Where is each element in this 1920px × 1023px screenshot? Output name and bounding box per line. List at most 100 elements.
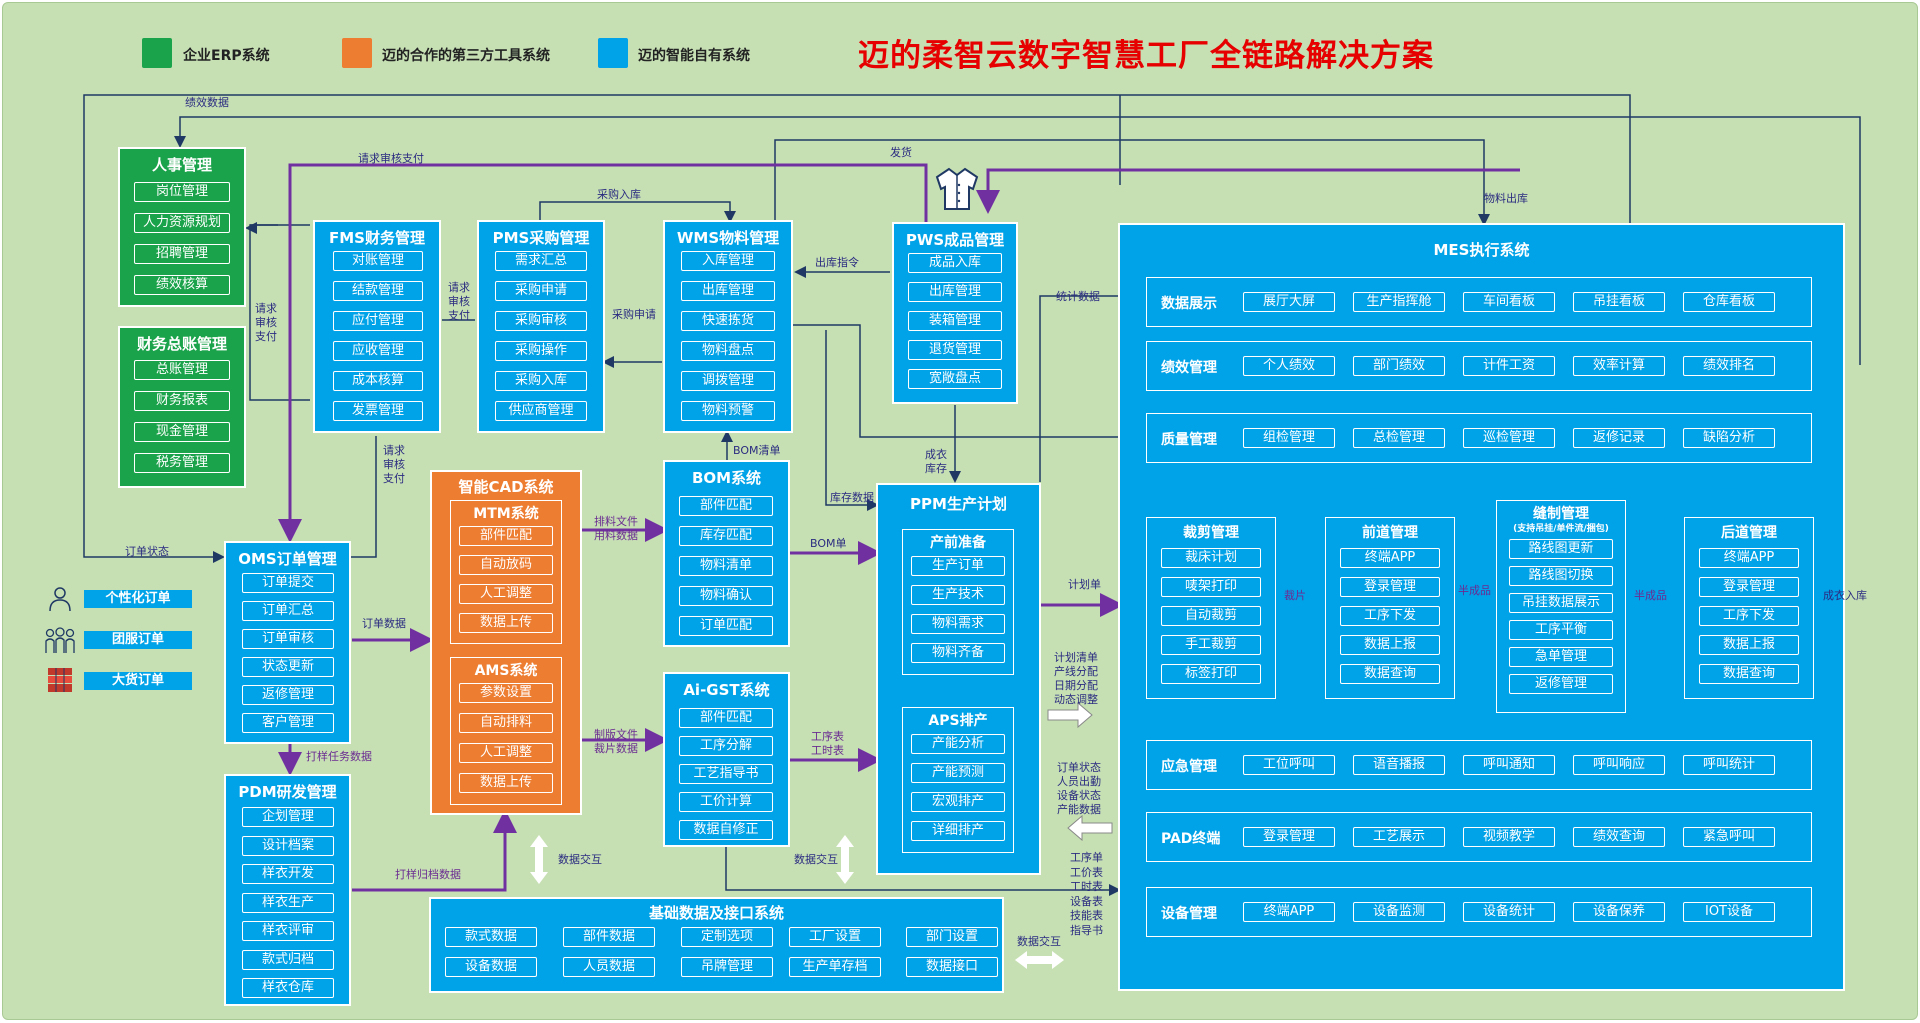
pms-item: 采购申请 bbox=[495, 281, 587, 301]
label-plan-list: 计划清单产线分配日期分配动态调整 bbox=[1054, 651, 1098, 706]
mes-row-item: 巡检管理 bbox=[1463, 428, 1555, 448]
line-hr-fms bbox=[249, 224, 310, 401]
finance-gl-item: 现金管理 bbox=[134, 422, 230, 442]
ams-title: AMS系统 bbox=[474, 663, 538, 679]
mes-row-label: PAD终端 bbox=[1161, 831, 1221, 847]
base-data-item: 部门设置 bbox=[906, 927, 998, 947]
mes-row-item: 设备统计 bbox=[1463, 902, 1555, 922]
oms-item: 订单汇总 bbox=[242, 601, 334, 621]
label-request-pay-top: 请求审核支付 bbox=[358, 152, 424, 165]
mes-row-item: 个人绩效 bbox=[1243, 356, 1335, 376]
hr-item: 招聘管理 bbox=[134, 244, 230, 264]
cad-title: 智能CAD系统 bbox=[458, 478, 554, 496]
fms-item: 应付管理 bbox=[333, 311, 423, 331]
legend-swatch-third-party bbox=[342, 38, 372, 68]
mes-row-item: 绩效排名 bbox=[1683, 356, 1775, 376]
fms-item: 应收管理 bbox=[333, 341, 423, 361]
wms-item: 调拨管理 bbox=[681, 371, 775, 391]
bom-item: 订单匹配 bbox=[679, 616, 773, 636]
back-item: 终端APP bbox=[1699, 548, 1799, 568]
line-gst-mes bbox=[725, 835, 1121, 896]
aps-title: APS排产 bbox=[928, 713, 988, 729]
cut-item: 手工裁剪 bbox=[1161, 635, 1261, 655]
label-semi-1: 半成品 bbox=[1458, 584, 1491, 597]
prep-item: 物料需求 bbox=[911, 614, 1005, 634]
label-marker-file: 排料文件用料数据 bbox=[594, 515, 638, 542]
pms-item: 供应商管理 bbox=[495, 401, 587, 421]
bom-item: 部件匹配 bbox=[679, 496, 773, 516]
front-item: 终端APP bbox=[1340, 548, 1440, 568]
gst-item: 数据自修正 bbox=[679, 820, 773, 840]
sew-item: 路线图更新 bbox=[1509, 539, 1613, 559]
legend-swatch-erp bbox=[142, 38, 172, 68]
mes-row: 绩效管理个人绩效部门绩效计件工资效率计算绩效排名 bbox=[1146, 341, 1812, 391]
shirt-icon bbox=[935, 167, 979, 210]
label-sample-task: 打样任务数据 bbox=[306, 750, 372, 763]
base-data-item: 工厂设置 bbox=[789, 927, 881, 947]
line-pdm-cad bbox=[352, 809, 517, 892]
line-deliver bbox=[986, 168, 1520, 208]
cut-subsystem: 裁剪管理 裁床计划唛架打印自动裁剪手工裁剪标签打印 bbox=[1146, 517, 1276, 699]
label-request-1: 请求审核支付 bbox=[255, 302, 277, 343]
mes-row-item: 终端APP bbox=[1243, 902, 1335, 922]
order-source-personal: 个性化订单 bbox=[84, 590, 192, 608]
person-icon bbox=[49, 587, 71, 612]
oms-item: 订单提交 bbox=[242, 573, 334, 593]
finance-gl-title: 财务总账管理 bbox=[136, 335, 227, 353]
label-stat-data: 统计数据 bbox=[1056, 290, 1100, 303]
arrow-plan-to-mes bbox=[1047, 701, 1093, 729]
sew-item: 吊挂数据展示 bbox=[1509, 593, 1613, 613]
wms-item: 物料盘点 bbox=[681, 341, 775, 361]
page-title: 迈的柔智云数字智慧工厂全链路解决方案 bbox=[858, 38, 1434, 74]
mes-row-item: 设备监测 bbox=[1353, 902, 1445, 922]
pdm-item: 样衣生产 bbox=[242, 892, 334, 913]
prep-title: 产前准备 bbox=[930, 535, 986, 551]
line-pms-top bbox=[539, 201, 736, 223]
finance-gl-item: 税务管理 bbox=[134, 453, 230, 473]
order-source-bulk: 大货订单 bbox=[84, 672, 192, 690]
mes-row-item: 车间看板 bbox=[1463, 292, 1555, 312]
label-request-2: 请求审核支付 bbox=[448, 281, 470, 322]
bom-item: 库存匹配 bbox=[679, 526, 773, 546]
pws-item: 宽敞盘点 bbox=[908, 369, 1002, 389]
sew-title: 缝制管理 bbox=[1533, 506, 1589, 522]
pms-item: 采购入库 bbox=[495, 371, 587, 391]
pdm-item: 企划管理 bbox=[242, 807, 334, 827]
sew-item: 急单管理 bbox=[1509, 647, 1613, 667]
label-status-block: 订单状态人员出勤设备状态产能数据 bbox=[1057, 761, 1101, 816]
label-data-exchange-1: 数据交互 bbox=[558, 853, 602, 866]
legend-label-own: 迈的智能自有系统 bbox=[638, 48, 750, 64]
label-purchase-request: 采购申请 bbox=[612, 308, 656, 321]
pws-title: PWS成品管理 bbox=[905, 231, 1005, 249]
mes-row-item: 绩效查询 bbox=[1573, 827, 1665, 847]
label-data-exchange-3: 数据交互 bbox=[1017, 935, 1061, 948]
label-garment-stock: 成衣库存 bbox=[925, 448, 947, 475]
mtm-item: 人工调整 bbox=[459, 584, 553, 604]
base-data-system: 基础数据及接口系统 款式数据部件数据定制选项工厂设置部门设置设备数据人员数据吊牌… bbox=[429, 897, 1004, 993]
pws-system: PWS成品管理 成品入库出库管理装箱管理退货管理宽敞盘点 bbox=[892, 222, 1018, 404]
arrow-data-exchange-1 bbox=[530, 835, 548, 884]
sew-subsystem: 缝制管理 (支持吊挂/单件流/捆包) 路线图更新路线图切换吊挂数据展示工序平衡急… bbox=[1496, 500, 1626, 713]
label-inventory-data: 库存数据 bbox=[830, 491, 874, 504]
mes-row-label: 设备管理 bbox=[1161, 906, 1217, 922]
aps-item: 详细排产 bbox=[911, 821, 1005, 841]
wms-title: WMS物料管理 bbox=[676, 229, 780, 247]
arrow-data-exchange-3 bbox=[1015, 951, 1064, 969]
base-data-item: 设备数据 bbox=[445, 957, 537, 977]
pdm-title: PDM研发管理 bbox=[238, 783, 337, 801]
bom-item: 物料清单 bbox=[679, 556, 773, 576]
hr-item: 岗位管理 bbox=[134, 182, 230, 202]
finance-gl-item: 总账管理 bbox=[134, 360, 230, 380]
line-material-out bbox=[774, 139, 1490, 226]
legend-label-erp: 企业ERP系统 bbox=[183, 48, 270, 64]
label-deliver: 发货 bbox=[890, 146, 912, 159]
base-data-item: 款式数据 bbox=[445, 927, 537, 947]
line-fms-oms bbox=[347, 436, 377, 558]
bom-item: 物料确认 bbox=[679, 586, 773, 606]
label-order-status: 订单状态 bbox=[125, 545, 169, 558]
label-order-data: 订单数据 bbox=[362, 617, 406, 630]
pws-item: 成品入库 bbox=[908, 253, 1002, 273]
mes-row-item: 总检管理 bbox=[1353, 428, 1445, 448]
mtm-item: 部件匹配 bbox=[459, 526, 553, 546]
